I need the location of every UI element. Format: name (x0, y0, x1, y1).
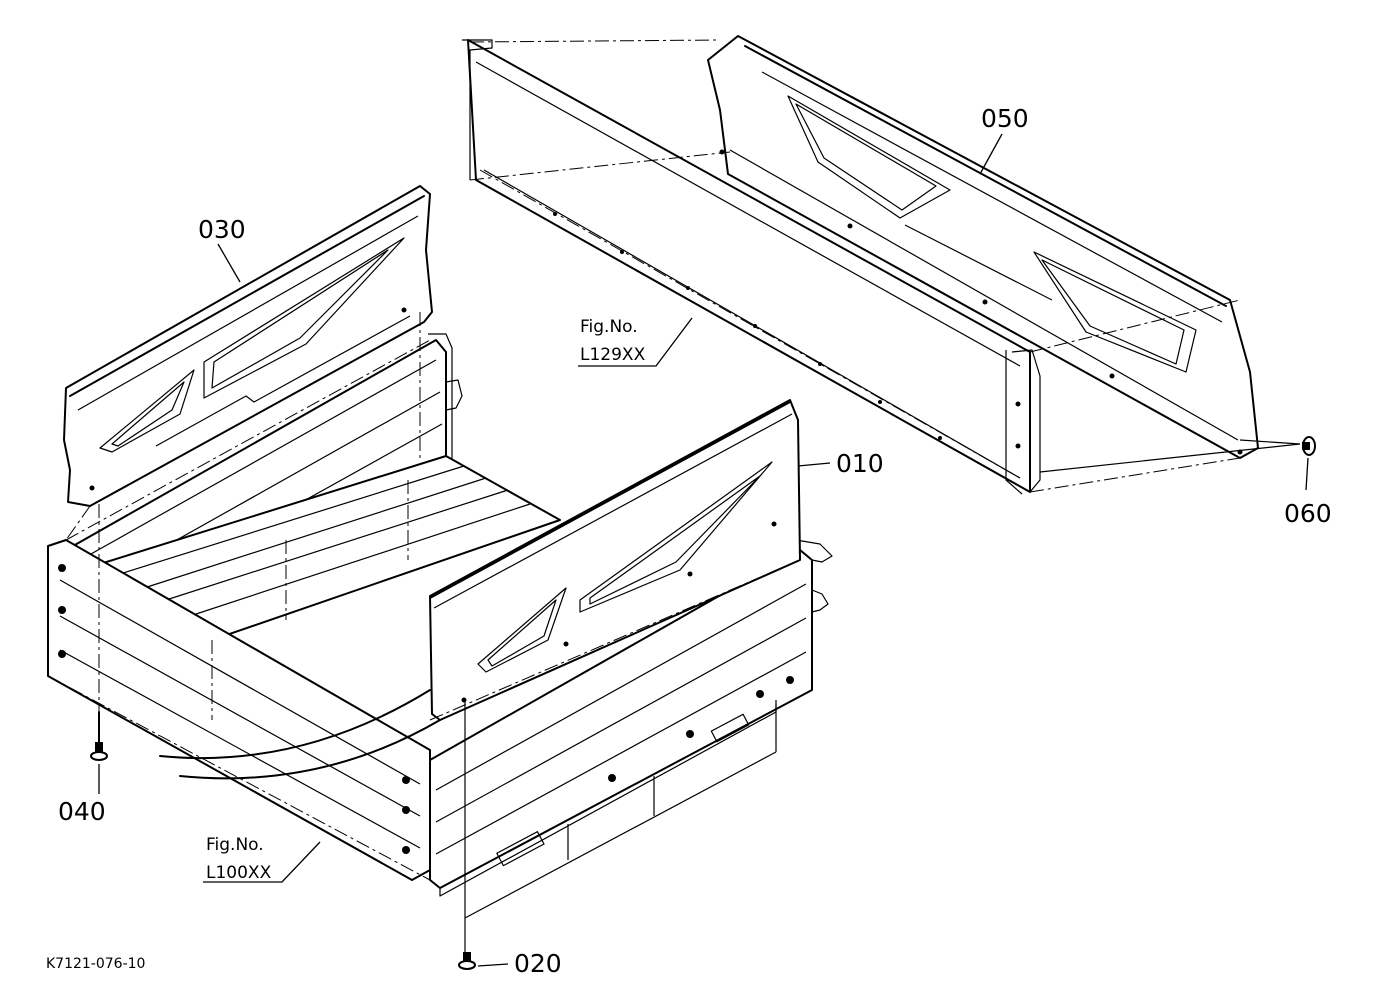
callout-040: 040 (58, 797, 106, 826)
bolt-020-icon (458, 700, 476, 970)
callout-010: 010 (836, 449, 884, 478)
cargo-bed-box (47, 333, 833, 897)
figure-ref-lower-line1: Fig.No. (206, 835, 264, 855)
bolt-060-icon (1302, 436, 1316, 456)
figure-ref-lower: Fig.No. L100XX (206, 835, 272, 883)
figure-ref-upper-line2: L129XX (580, 345, 646, 365)
document-number: K7121-076-10 (46, 956, 145, 972)
left-side-outer-panel (63, 185, 433, 507)
callout-050: 050 (981, 104, 1029, 133)
callout-020: 020 (514, 949, 562, 978)
assembly-phantom-lines (47, 39, 1301, 919)
bolt-040-icon (90, 711, 108, 761)
rear-gate-outer-panel (707, 35, 1259, 459)
figure-ref-upper: Fig.No. L129XX (580, 317, 646, 365)
callout-060: 060 (1284, 499, 1332, 528)
figure-ref-lower-line2: L100XX (206, 863, 272, 883)
callout-030: 030 (198, 215, 246, 244)
figure-ref-upper-line1: Fig.No. (580, 317, 638, 337)
leader-lines (98, 133, 1309, 967)
rear-flat-panel (462, 39, 1041, 495)
